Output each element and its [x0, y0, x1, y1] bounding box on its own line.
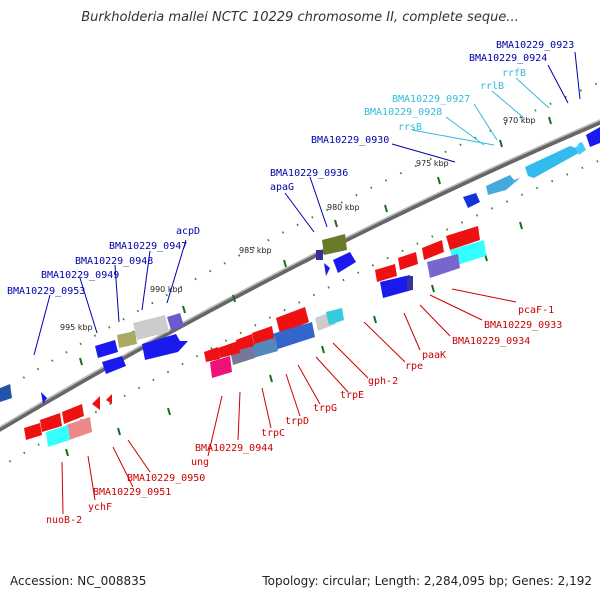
gene-acpD[interactable]	[167, 313, 184, 330]
gene-BMA10229_0953[interactable]	[41, 392, 47, 404]
gene-ychF[interactable]	[66, 417, 92, 440]
label-BMA10229_0934[interactable]: BMA10229_0934	[452, 336, 530, 347]
scale-label-990: 990 kbp	[150, 285, 183, 294]
gene-BMA10229_0939[interactable]	[236, 334, 254, 350]
reverse-features	[24, 226, 486, 447]
label-trpG[interactable]: trpG	[313, 403, 337, 414]
forward-features	[0, 127, 600, 404]
label-BMA10229_0944[interactable]: BMA10229_0944	[195, 443, 273, 454]
forward-leader-lines	[33, 51, 581, 356]
gene-pcaF-1[interactable]	[446, 226, 480, 250]
label-BMA10229_0924[interactable]: BMA10229_0924	[469, 53, 547, 64]
gene-BMA10229_0955[interactable]	[40, 413, 62, 432]
label-BMA10229_0948[interactable]: BMA10229_0948	[75, 256, 153, 267]
label-ychF[interactable]: ychF	[88, 502, 112, 513]
gene-trpD[interactable]	[272, 322, 315, 350]
label-trpD[interactable]: trpD	[285, 416, 309, 427]
gene-BMA10229_0942[interactable]	[218, 341, 240, 358]
label-trpE[interactable]: trpE	[340, 390, 364, 401]
label-BMA10229_0953[interactable]: BMA10229_0953	[7, 286, 85, 297]
gene-BMA10229_0950[interactable]	[106, 394, 112, 404]
label-BMA10229_0933[interactable]: BMA10229_0933	[484, 320, 562, 331]
gene-BMA10229_0949[interactable]	[95, 340, 118, 358]
label-pcaF-1[interactable]: pcaF-1	[518, 305, 554, 316]
gene-apaG[interactable]	[316, 250, 323, 260]
gene-trpG[interactable]	[276, 307, 309, 334]
gene-BMA10229_0951[interactable]	[92, 396, 100, 410]
label-gph-2[interactable]: gph-2	[368, 376, 398, 387]
label-BMA10229_0936[interactable]: BMA10229_0936	[270, 168, 348, 179]
label-BMA10229_0950[interactable]: BMA10229_0950	[127, 473, 205, 484]
accession-text: Accession: NC_008835	[10, 574, 147, 588]
scale-label-980: 980 kbp	[327, 203, 360, 212]
label-rrlB[interactable]: rrlB	[480, 81, 504, 92]
label-trpC[interactable]: trpC	[261, 428, 285, 439]
label-apaG[interactable]: apaG	[270, 182, 294, 193]
label-BMA10229_0949[interactable]: BMA10229_0949	[41, 270, 119, 281]
rna-labels: rrfB rrlB BMA10229_0927 BMA10229_0928 rr…	[364, 68, 526, 133]
forward-scale-track	[0, 81, 600, 394]
label-paaK[interactable]: paaK	[422, 350, 446, 361]
gene-ung[interactable]	[210, 356, 232, 378]
gene-BMA10229_0932[interactable]	[407, 276, 413, 290]
gene-paaK[interactable]	[422, 240, 444, 260]
scale-label-970: 970 kbp	[503, 116, 536, 125]
gene-BMA10229_0934[interactable]	[427, 254, 460, 278]
reverse-labels: pcaF-1 BMA10229_0933 BMA10229_0934 paaK …	[46, 305, 562, 526]
gene-BMA10229_0935b[interactable]	[380, 275, 412, 298]
genome-summary-text: Topology: circular; Length: 2,284,095 bp…	[262, 574, 592, 588]
gene-trpE[interactable]	[326, 308, 344, 325]
gene-BMA10229_0940[interactable]	[252, 326, 274, 344]
gene-BMA10229_0954[interactable]	[0, 384, 12, 402]
gene-BMA10229_0956[interactable]	[24, 423, 42, 440]
label-rpe[interactable]: rpe	[405, 361, 423, 372]
forward-labels: BMA10229_0923 BMA10229_0924 BMA10229_093…	[7, 40, 574, 297]
reverse-leader-lines	[61, 288, 517, 515]
label-BMA10229_0951[interactable]: BMA10229_0951	[93, 487, 171, 498]
gene-rrfB[interactable]	[575, 142, 586, 155]
label-rrfB[interactable]: rrfB	[502, 68, 526, 79]
map-title: Burkholderia mallei NCTC 10229 chromosom…	[81, 10, 519, 25]
label-rrsB[interactable]: rrsB	[398, 122, 422, 133]
gene-BMA10229_0937[interactable]	[333, 252, 356, 273]
label-BMA10229_0927[interactable]: BMA10229_0927	[392, 94, 470, 105]
scale-label-995: 995 kbp	[60, 323, 93, 332]
chromosome-backbone-highlight	[0, 119, 600, 428]
gene-BMA10229_0941[interactable]	[204, 347, 220, 362]
gene-BMA10229_0948[interactable]	[117, 331, 137, 348]
gene-rpe[interactable]	[398, 252, 418, 270]
scale-label-975: 975 kbp	[416, 159, 449, 168]
gene-nuoB-2[interactable]	[46, 425, 70, 447]
gene-BMA10229_0952[interactable]	[62, 404, 84, 424]
gene-rrsB[interactable]	[486, 175, 520, 195]
gene-rrlB[interactable]	[525, 142, 584, 178]
label-acpD[interactable]: acpD	[176, 226, 200, 237]
gene-BMA10229_0933[interactable]	[450, 240, 486, 266]
gene-BMA10229_0945[interactable]	[102, 356, 126, 374]
chromosome-backbone	[0, 119, 600, 432]
label-BMA10229_0930[interactable]: BMA10229_0930	[311, 135, 389, 146]
gene-BMA10229_0938[interactable]	[324, 263, 330, 276]
gene-BMA10229_0946[interactable]	[142, 334, 188, 360]
gene-BMA10229_0947[interactable]	[133, 315, 169, 340]
label-BMA10229_0923[interactable]: BMA10229_0923	[496, 40, 574, 51]
gene-BMA10229_0923[interactable]	[586, 127, 600, 147]
label-BMA10229_0928[interactable]: BMA10229_0928	[364, 107, 442, 118]
gene-BMA10229_0930[interactable]	[463, 193, 480, 208]
gene-BMA10229_0935[interactable]	[375, 264, 397, 282]
scale-label-985: 985 kbp	[239, 246, 272, 255]
gene-BMA10229_0936[interactable]	[322, 234, 347, 255]
label-BMA10229_0947[interactable]: BMA10229_0947	[109, 241, 187, 252]
label-nuoB-2[interactable]: nuoB-2	[46, 515, 82, 526]
label-ung[interactable]: ung	[191, 457, 209, 468]
